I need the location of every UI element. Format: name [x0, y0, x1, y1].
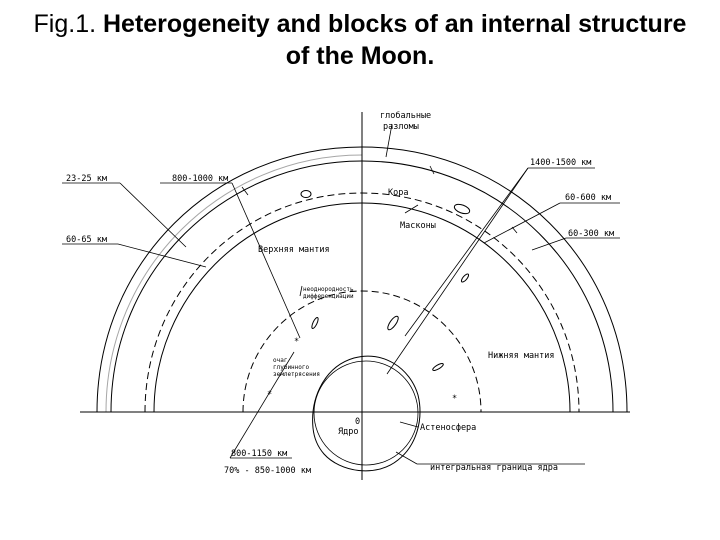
lower-mantle-boundary [242, 290, 482, 413]
label-depth-800-1000: 800-1000 км [172, 174, 228, 184]
leader-60-65 [117, 243, 207, 268]
label-global-faults-1: глобальные [380, 110, 431, 121]
label-deep-quake-3: землетрясения [273, 371, 320, 378]
mascon-blob-2 [453, 203, 471, 215]
label-depth-70pct: 70% - 850-1000 км [224, 466, 311, 476]
label-integral-core-boundary: интегральная граница ядра [430, 463, 558, 473]
leader-800-1000 [231, 182, 301, 339]
label-crust: Кора [388, 188, 408, 198]
leader-global-faults [385, 123, 393, 158]
label-deep-quake-1: очаг [273, 357, 287, 364]
label-heterogeneity-1: неоднородность [303, 286, 354, 293]
quake-marker-1: * [294, 337, 299, 347]
label-depth-60-300: 60-300 км [568, 229, 614, 239]
crust-inner-line [110, 160, 614, 413]
heterogeneity-blob-4 [311, 316, 319, 330]
label-core: Ядро [338, 427, 358, 437]
leader-mascons [404, 204, 419, 214]
label-mascons: Масконы [400, 221, 436, 231]
label-asthenosphere: Астеносфера [420, 423, 476, 433]
leader-asthenosphere [399, 421, 419, 428]
heterogeneity-blob-1 [387, 315, 399, 331]
lunar-surface-outer [96, 146, 628, 413]
crust-shading [105, 154, 363, 413]
core-irregular-boundary [312, 355, 421, 472]
label-depth-1400-1500: 1400-1500 км [530, 158, 591, 168]
quake-marker-3: * [452, 394, 457, 404]
fault-tick-2 [429, 165, 435, 175]
fault-tick-1 [241, 186, 249, 196]
leader-core-boundary [395, 451, 418, 465]
quake-marker-2: * [267, 390, 272, 400]
figure-caption: Heterogeneity and blocks of an internal … [103, 10, 687, 70]
label-lower-mantle: Нижняя мантия [488, 351, 555, 361]
leader-60-300 [531, 237, 567, 251]
label-global-faults-2: разломы [383, 122, 419, 132]
heterogeneity-blob-3 [432, 363, 444, 371]
label-heterogeneity-2: дифференциации [303, 293, 354, 300]
label-depth-60-65: 60-65 км [66, 235, 107, 245]
upper-mantle-boundary [153, 202, 571, 413]
leader-23-25 [119, 182, 187, 248]
upper-mantle-boundary-dashed [144, 192, 580, 413]
leader-60-600 [483, 202, 561, 244]
leader-heterogeneity [299, 285, 303, 297]
label-zero: 0 [355, 417, 360, 427]
heterogeneity-blob-2 [460, 273, 470, 283]
leader-1400-1500-b [386, 167, 529, 375]
leader-800-1150 [229, 351, 295, 459]
figure-title: Fig.1. Heterogeneity and blocks of an in… [20, 8, 700, 72]
label-depth-800-1150: 800-1150 км [231, 449, 287, 459]
mascon-blob-1 [300, 190, 312, 198]
label-depth-60-600: 60-600 км [565, 193, 611, 203]
label-depth-23-25: 23-25 км [66, 174, 107, 184]
label-deep-quake-2: глубинного [273, 364, 310, 371]
leader-1400-1500-a [404, 167, 529, 337]
label-upper-mantle: Верхняя мантия [258, 245, 330, 255]
figure-number: Fig.1. [33, 10, 97, 38]
asthenosphere-circle [313, 360, 419, 466]
